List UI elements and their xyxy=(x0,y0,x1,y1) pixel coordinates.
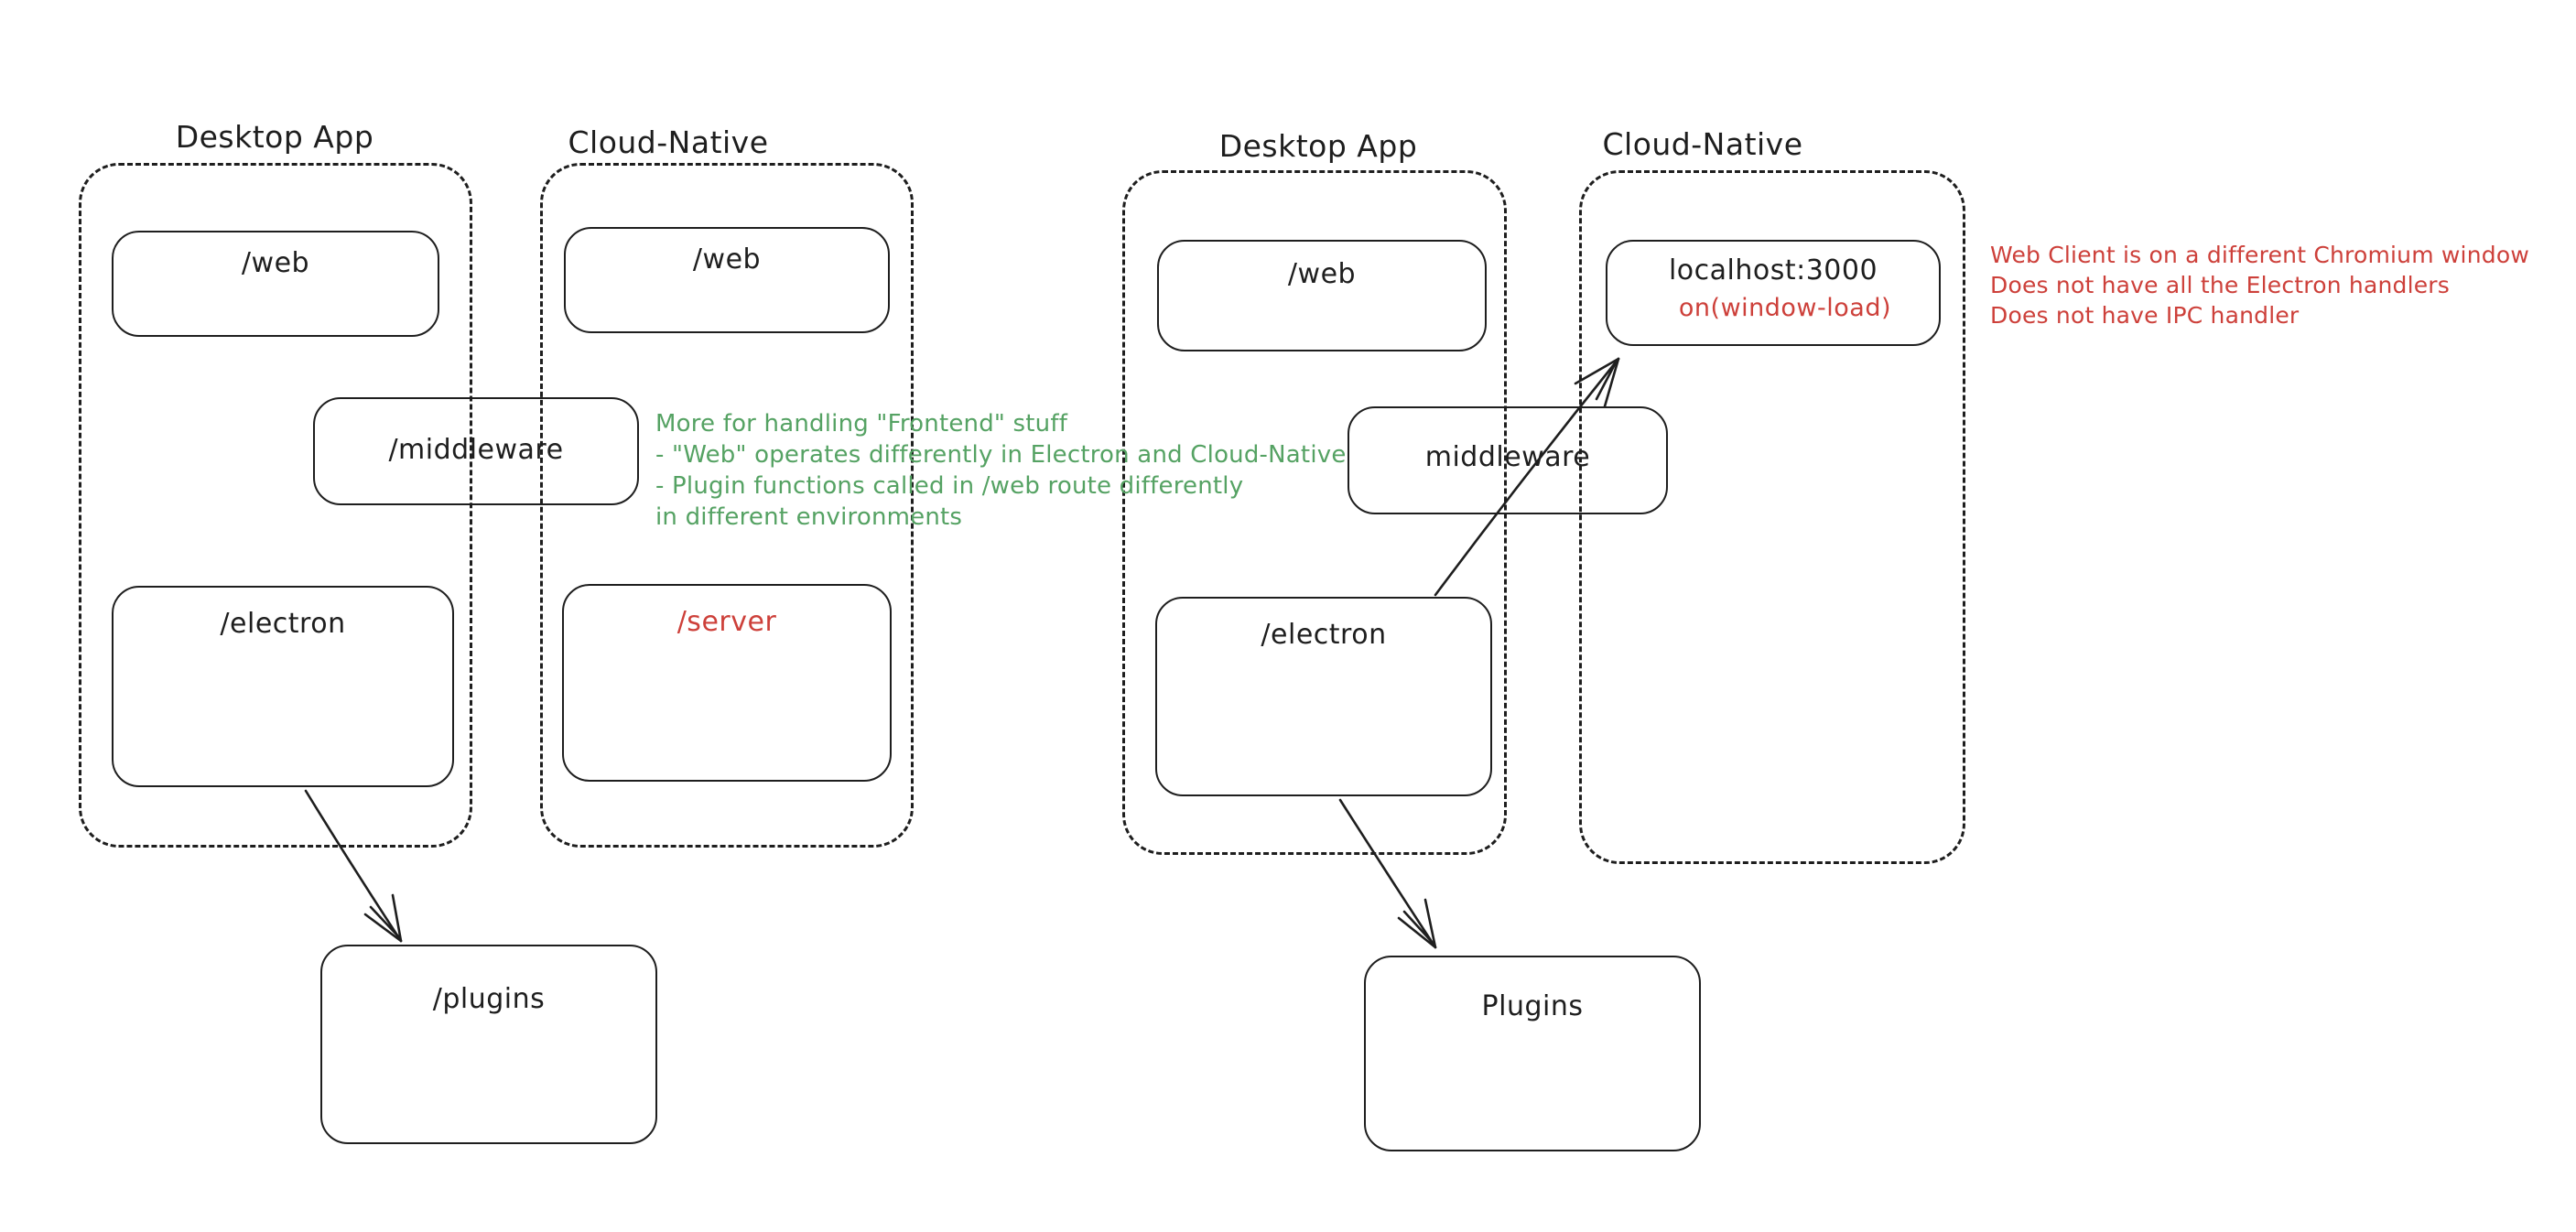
left-cloud-native-label: Cloud-Native xyxy=(568,124,769,160)
left-electron-box: /electron xyxy=(112,586,454,787)
right-middleware-box: middleware xyxy=(1348,406,1668,514)
right-desktop-app-label: Desktop App xyxy=(1218,128,1418,164)
green-annotation-line: in different environments xyxy=(655,503,963,531)
localhost-3000-label: localhost:3000 xyxy=(1668,254,1878,286)
left-server-box: /server xyxy=(562,584,892,782)
left-middleware-label: /middleware xyxy=(388,434,564,466)
left-web-desktop-box: /web xyxy=(112,231,439,337)
right-web-box: /web xyxy=(1157,240,1487,351)
right-electron-box: /electron xyxy=(1155,597,1492,796)
red-annotation: Web Client is on a different Chromium wi… xyxy=(1990,240,2529,330)
left-desktop-app-label: Desktop App xyxy=(175,119,374,155)
right-plugins-label: Plugins xyxy=(1481,990,1584,1022)
left-desktop-app-container xyxy=(79,163,472,848)
left-web-cloud-box: /web xyxy=(564,227,890,333)
localhost-3000-box: localhost:3000 on(window-load) xyxy=(1606,240,1941,346)
left-plugins-label: /plugins xyxy=(432,983,546,1015)
left-middleware-box: /middleware xyxy=(313,397,639,505)
red-annotation-line: Web Client is on a different Chromium wi… xyxy=(1990,242,2529,268)
red-annotation-line: Does not have all the Electron handlers xyxy=(1990,272,2451,298)
right-cloud-native-label: Cloud-Native xyxy=(1602,126,1803,162)
left-server-label: /server xyxy=(676,606,777,638)
left-plugins-box: /plugins xyxy=(320,945,657,1144)
green-annotation-line: - Plugin functions called in /web route … xyxy=(655,472,1244,500)
left-web-desktop-label: /web xyxy=(241,247,310,279)
right-plugins-box: Plugins xyxy=(1364,956,1701,1151)
left-cloud-native-container xyxy=(540,163,914,848)
green-annotation-line: - "Web" operates differently in Electron… xyxy=(655,441,1347,469)
left-electron-label: /electron xyxy=(220,608,346,640)
right-middleware-label: middleware xyxy=(1424,441,1591,473)
left-web-cloud-label: /web xyxy=(692,243,762,276)
green-annotation-line: More for handling "Frontend" stuff xyxy=(655,410,1068,438)
right-electron-label: /electron xyxy=(1261,619,1387,651)
red-annotation-line: Does not have IPC handler xyxy=(1990,302,2300,329)
on-window-load-label: on(window-load) xyxy=(1678,294,1891,322)
right-web-label: /web xyxy=(1287,258,1357,290)
green-annotation: More for handling "Frontend" stuff - "We… xyxy=(655,408,1347,533)
